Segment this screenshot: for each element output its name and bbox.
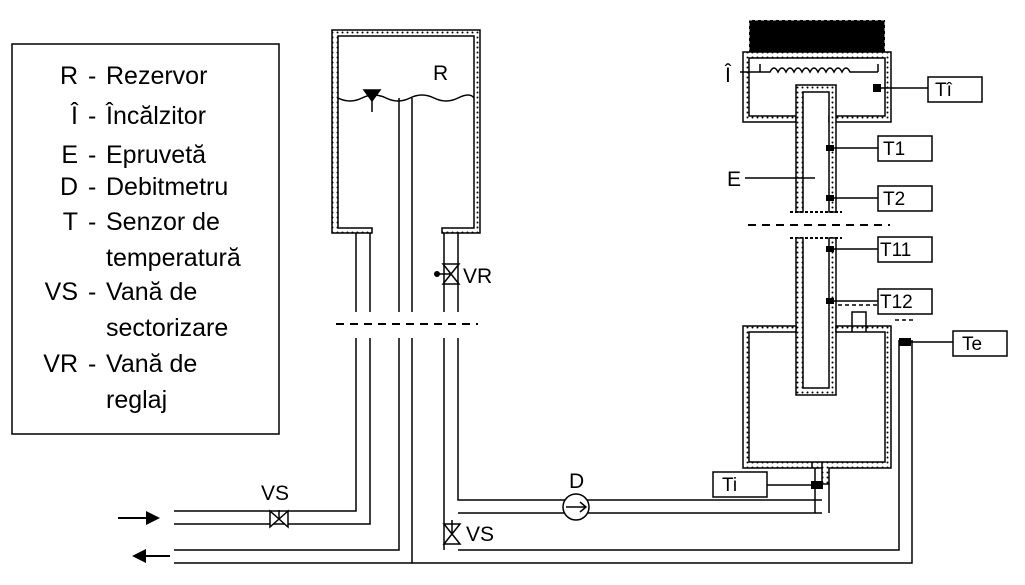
return-pipe [412, 340, 913, 564]
pipe-right-lower [443, 338, 822, 550]
sensor-box [877, 135, 933, 162]
legend-dash: - [88, 173, 96, 201]
heater-block [749, 20, 885, 52]
flowmeter-label: D [569, 470, 584, 493]
legend-dash: - [88, 62, 96, 90]
sensor-box [952, 330, 1008, 357]
valve-vs-left-label: VS [261, 482, 289, 505]
specimen-wall-lower [795, 237, 837, 396]
legend-code: D [60, 173, 78, 201]
sensor-label: T1 [883, 139, 905, 160]
legend-desc: Vană de [106, 278, 197, 306]
legend-dash: - [88, 102, 96, 130]
legend-item-vs: VS - Vană de sectorizare [45, 278, 229, 342]
sensor-box [877, 185, 933, 212]
sensor-label: Ti [722, 475, 737, 496]
legend-item-vr: VR - Vană de reglaj [43, 350, 197, 414]
heater-coil [759, 64, 879, 74]
legend-desc-cont: sectorizare [106, 314, 228, 342]
sensor-t2: T2 [826, 185, 933, 212]
tank-vent [851, 311, 867, 332]
valve-vs-bottom: VS [442, 520, 494, 546]
legend-desc: Debitmetru [106, 173, 228, 201]
specimen-lower [790, 237, 842, 396]
sensor-t1: T1 [826, 135, 933, 162]
sensor-ti-heater: Tî [873, 76, 983, 103]
legend-item-e: E - Epruvetă [61, 141, 206, 169]
sensor-label: Te [962, 334, 982, 355]
pipe-left [355, 233, 371, 312]
collection-tank [742, 304, 916, 513]
legend-item-d: D - Debitmetru [60, 173, 228, 201]
pipe-left-lower [174, 338, 371, 525]
sensor-label: T12 [880, 292, 913, 313]
sensor-box [927, 76, 983, 103]
sensor-label: Tî [935, 80, 953, 101]
water-surface [337, 94, 475, 102]
legend-box [11, 43, 280, 435]
legend-item-t: T - Senzor de temperatură [63, 208, 241, 272]
specimen-label: E [727, 168, 741, 191]
valve-vr: VR [434, 263, 492, 288]
valve-vr-label: VR [463, 265, 492, 288]
sensor-label: T11 [880, 240, 911, 261]
flowmeter: D [458, 470, 822, 521]
tank-wall [742, 325, 892, 485]
reservoir-wall [331, 29, 481, 234]
legend: R - Rezervor Î - Încălzitor E - Epruvetă… [11, 43, 280, 435]
heater-label: Î [724, 64, 732, 87]
legend-code: E [61, 141, 78, 169]
outlet-arrow [132, 549, 170, 563]
sensor-ti: Ti [712, 471, 823, 498]
legend-item-r: R - Rezervor [60, 62, 207, 90]
legend-desc-cont: temperatură [106, 244, 241, 272]
legend-dash: - [88, 208, 96, 236]
sensor-box [712, 471, 768, 498]
valve-vs-bottom-label: VS [466, 523, 494, 546]
heater: Î [724, 19, 892, 123]
sensor-label: T2 [883, 189, 905, 210]
legend-code: T [63, 208, 78, 236]
legend-desc: Vană de [106, 350, 197, 378]
legend-desc: Epruvetă [106, 141, 206, 169]
legend-code: R [60, 62, 78, 90]
legend-desc: Încălzitor [105, 101, 206, 130]
reservoir-label: R [433, 62, 448, 85]
reservoir: R [331, 29, 481, 234]
legend-desc: Rezervor [106, 62, 207, 90]
legend-code: VR [43, 350, 78, 378]
legend-code: Î [70, 101, 79, 130]
legend-desc-cont: reglaj [106, 386, 167, 414]
sensor-t12: T12 [826, 288, 933, 315]
pipe-overflow [398, 98, 413, 312]
sensor-box [877, 236, 933, 263]
legend-item-i: Î - Încălzitor [70, 101, 206, 130]
water-level-marker [362, 89, 382, 112]
sensor-t11: T11 [826, 236, 933, 263]
sensor-box [877, 288, 933, 315]
pipe-right [443, 233, 459, 312]
legend-dash: - [88, 278, 96, 306]
valve-vs-left: VS [261, 482, 289, 529]
reservoir-pipes-upper [355, 98, 459, 312]
inlet-arrow [118, 511, 160, 525]
legend-desc: Senzor de [106, 208, 220, 236]
legend-dash: - [88, 350, 96, 378]
legend-dash: - [88, 141, 96, 169]
legend-code: VS [45, 278, 78, 306]
sensor-te: Te [899, 330, 1008, 357]
